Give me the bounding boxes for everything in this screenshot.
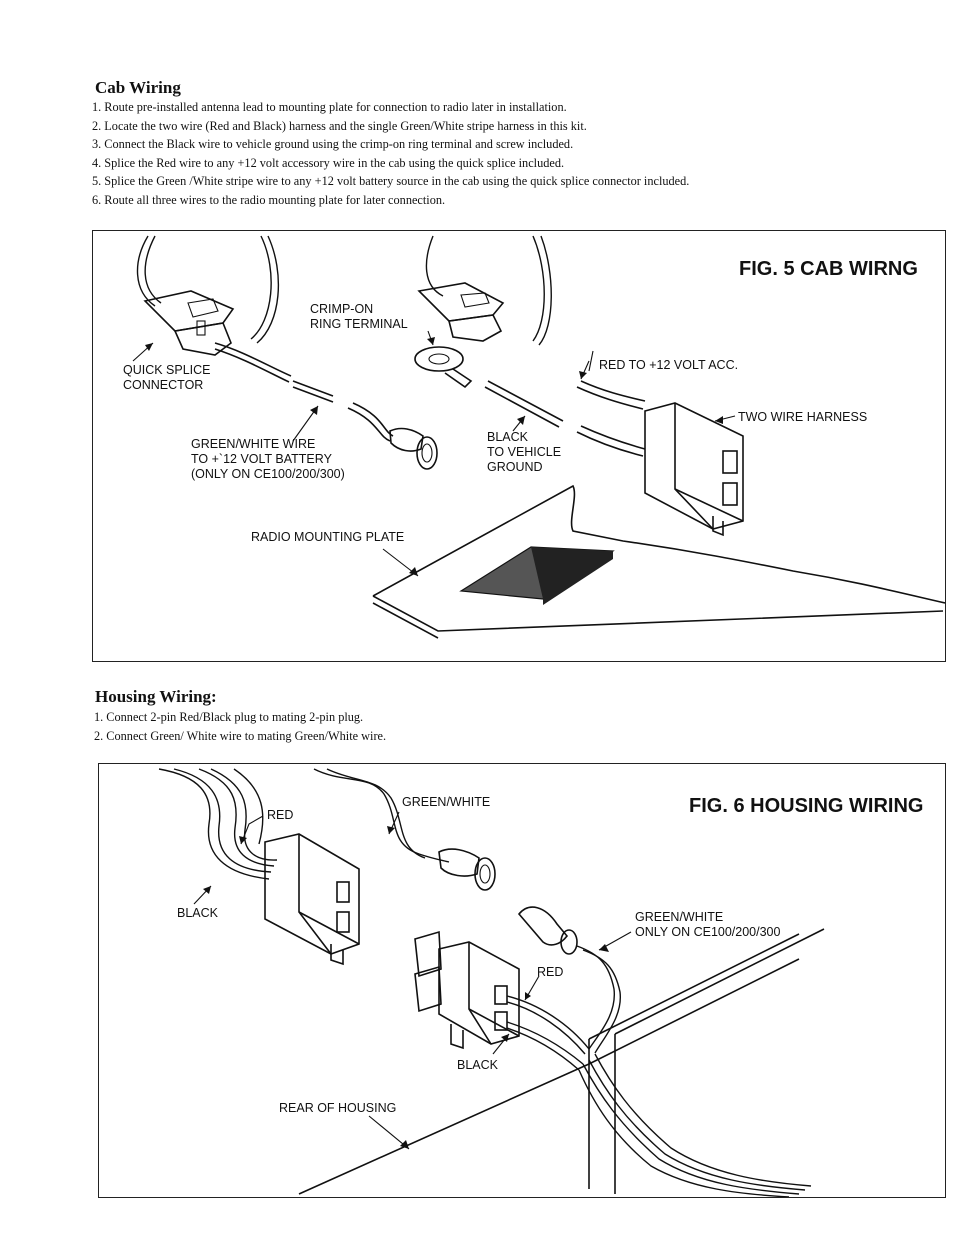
quick-splice-connector-drawing xyxy=(136,235,292,383)
fig6-housing-wiring-diagram: FIG. 6 HOUSING WIRING xyxy=(98,763,946,1198)
green-white-male-drawing xyxy=(517,906,621,1054)
label-black-mid: BLACK xyxy=(457,1058,499,1072)
second-splice-drawing xyxy=(417,235,552,346)
fig6-title: FIG. 6 HOUSING WIRING xyxy=(689,795,923,817)
radio-mounting-plate-drawing xyxy=(372,484,945,639)
label-quick-splice-2: CONNECTOR xyxy=(123,378,203,392)
cab-step-1: 1. Route pre-installed antenna lead to m… xyxy=(92,100,567,114)
label-red-mid: RED xyxy=(537,965,563,979)
two-wire-harness-drawing xyxy=(576,380,744,537)
label-red-top: RED xyxy=(267,808,293,822)
two-pin-plug-left-drawing xyxy=(264,833,360,966)
label-black-left: BLACK xyxy=(177,906,219,920)
housing-wiring-steps: 1. Connect 2-pin Red/Black plug to matin… xyxy=(94,708,386,745)
label-gw-top: GREEN/WHITE xyxy=(402,795,490,809)
label-red-acc: RED TO +12 VOLT ACC. xyxy=(599,358,738,372)
fig5-cab-wiring-diagram: FIG. 5 CAB WIRNG xyxy=(92,230,946,662)
housing-step-1: 1. Connect 2-pin Red/Black plug to matin… xyxy=(94,710,364,724)
fig6-leader-lines xyxy=(193,811,632,1150)
housing-step-2: 2. Connect Green/ White wire to mating G… xyxy=(94,728,387,743)
label-gw-right-1: GREEN/WHITE xyxy=(635,910,723,924)
cab-step-5: 5. Splice the Green /White stripe wire t… xyxy=(92,174,690,189)
fig5-leader-lines xyxy=(132,330,736,577)
cab-step-4: 4. Splice the Red wire to any +12 volt a… xyxy=(92,155,565,170)
label-gw-3: (ONLY ON CE100/200/300) xyxy=(191,467,345,481)
label-gw-2: TO +`12 VOLT BATTERY xyxy=(191,452,333,466)
cab-step-3: 3. Connect the Black wire to vehicle gro… xyxy=(92,137,574,152)
label-black-3: GROUND xyxy=(487,460,543,474)
cab-wiring-steps: 1. Route pre-installed antenna lead to m… xyxy=(92,98,689,210)
fig5-illustration: FIG. 5 CAB WIRNG xyxy=(123,235,945,639)
label-crimp-2: RING TERMINAL xyxy=(310,317,408,331)
cab-step-2: 2. Locate the two wire (Red and Black) h… xyxy=(92,118,587,133)
label-crimp-1: CRIMP-ON xyxy=(310,302,373,316)
housing-wiring-heading: Housing Wiring: xyxy=(95,687,217,706)
fig5-title: FIG. 5 CAB WIRNG xyxy=(739,258,918,280)
label-quick-splice-1: QUICK SPLICE xyxy=(123,363,211,377)
mating-plug-drawing xyxy=(414,930,590,1071)
harness-wires-drawing xyxy=(158,768,278,880)
label-radio-mounting-plate: RADIO MOUNTING PLATE xyxy=(251,530,404,544)
rear-of-housing-drawing xyxy=(298,928,825,1197)
label-rear-of-housing: REAR OF HOUSING xyxy=(279,1101,396,1115)
black-wire-drawing xyxy=(487,380,564,422)
label-gw-right-2: ONLY ON CE100/200/300 xyxy=(635,925,781,939)
label-gw-1: GREEN/WHITE WIRE xyxy=(191,437,315,451)
green-white-top-drawing xyxy=(313,768,496,891)
fig6-illustration: FIG. 6 HOUSING WIRING xyxy=(158,768,923,1197)
cab-wiring-heading: Cab Wiring xyxy=(95,78,181,97)
label-two-wire-harness: TWO WIRE HARNESS xyxy=(738,410,867,424)
cab-step-6: 6. Route all three wires to the radio mo… xyxy=(92,192,446,207)
label-black-1: BLACK xyxy=(487,430,529,444)
crimp-on-ring-terminal-drawing xyxy=(414,346,473,389)
green-white-wire-drawing xyxy=(292,380,438,470)
label-black-2: TO VEHICLE xyxy=(487,445,561,459)
